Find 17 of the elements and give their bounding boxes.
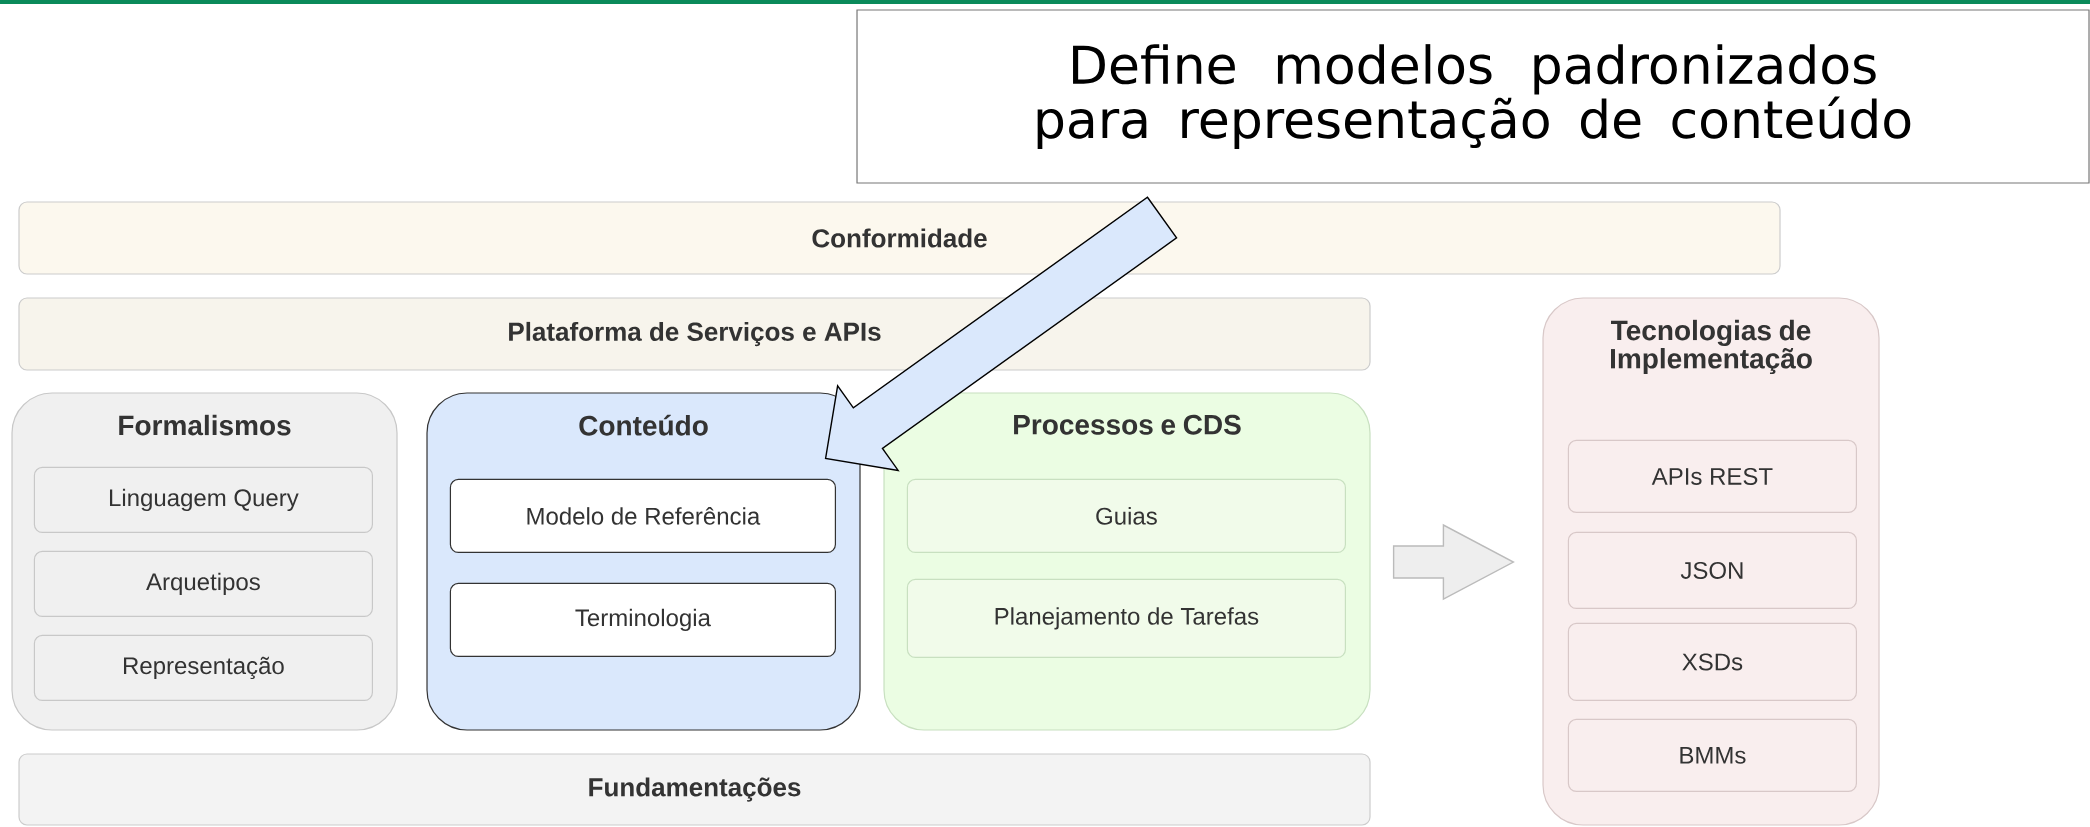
block-arrow	[1392, 523, 1515, 601]
item-box: Guias	[906, 478, 1346, 553]
item-box: Arquetipos	[33, 550, 373, 617]
item-box: JSON	[1567, 531, 1857, 609]
layer-bar: Fundamentações	[18, 753, 1371, 826]
item-box: BMMs	[1567, 718, 1857, 792]
item-box: Modelo de Referência	[449, 478, 836, 553]
item-box: Terminologia	[449, 582, 836, 657]
item-box: APIs REST	[1567, 439, 1857, 513]
layer-bar: Plataforma de Serviços e APIs	[18, 297, 1371, 371]
layer-bar: Conformidade	[18, 201, 1781, 275]
block-arrow	[824, 196, 1178, 472]
item-box: Planejamento de Tarefas	[906, 578, 1346, 658]
callout-box: Define modelos padronizados para representação de conteúdo	[856, 9, 2090, 184]
item-box: Representação	[33, 634, 373, 701]
item-box: Linguagem Query	[33, 466, 373, 533]
item-box: XSDs	[1567, 622, 1857, 701]
